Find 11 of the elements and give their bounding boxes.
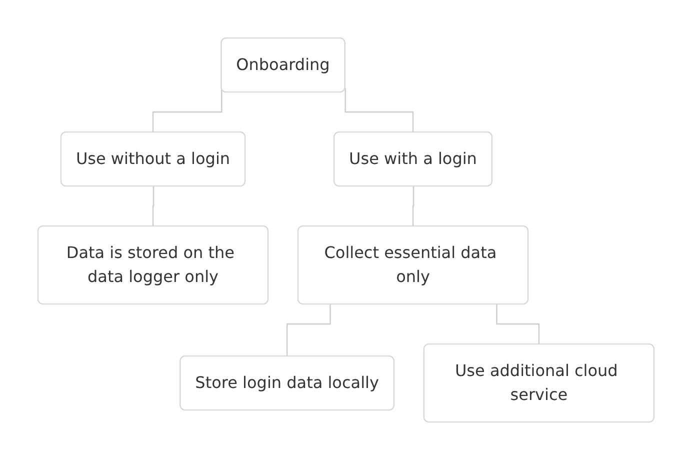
node-text: Data is stored on the data logger only xyxy=(66,243,235,286)
connector xyxy=(496,304,540,346)
node-text: Use without a login xyxy=(76,149,230,168)
connector xyxy=(286,304,331,358)
node-text: Use additional cloud service xyxy=(455,361,618,404)
connector xyxy=(412,186,414,228)
connector xyxy=(152,88,222,134)
connector xyxy=(344,88,414,134)
node-text: Use with a login xyxy=(349,149,477,168)
node-text: Collect essential data only xyxy=(324,243,497,286)
connector xyxy=(152,186,154,228)
